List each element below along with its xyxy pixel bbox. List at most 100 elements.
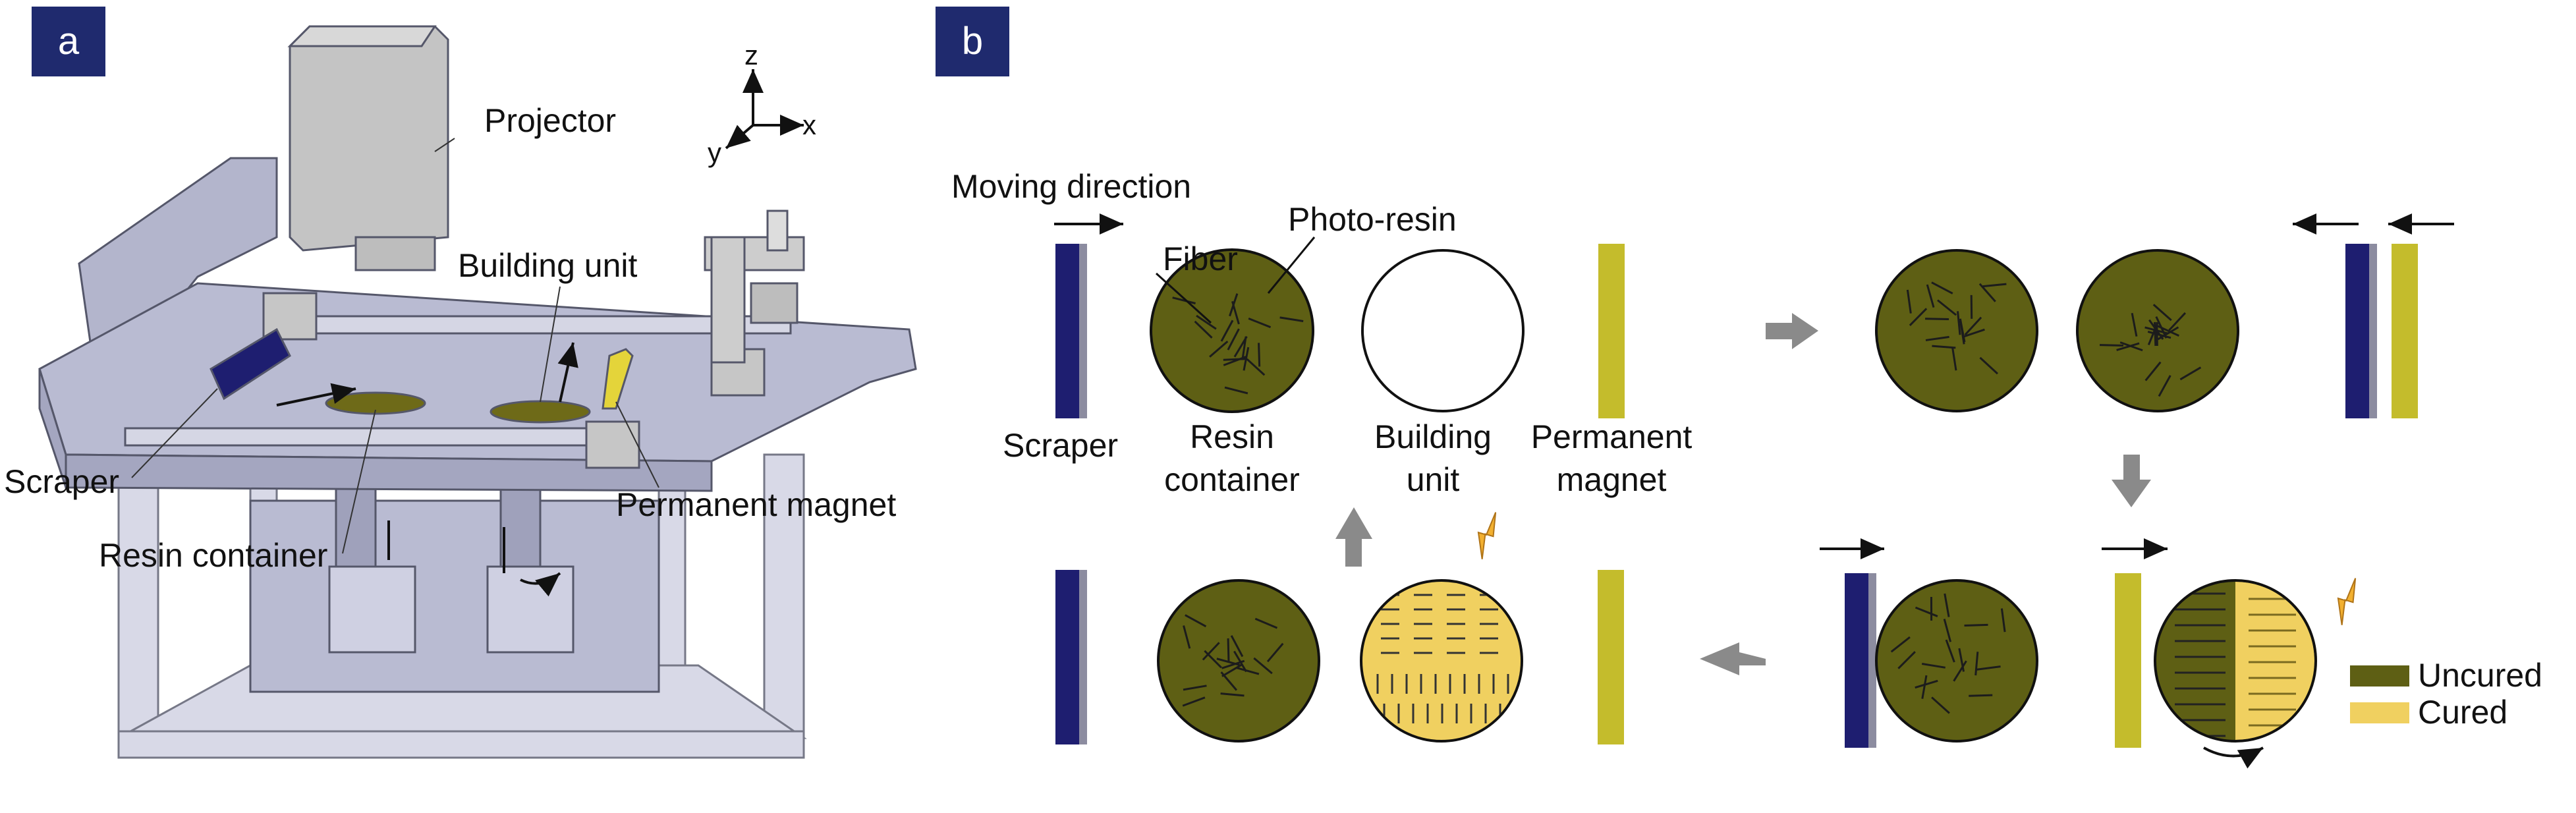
fiber xyxy=(1253,657,1273,675)
fiber xyxy=(1951,347,1957,371)
fiber xyxy=(1202,642,1220,661)
fiber xyxy=(2116,342,2140,351)
lead-screw-back xyxy=(289,315,792,335)
fiber xyxy=(1957,311,1961,335)
printer-machine-illustration xyxy=(38,25,917,759)
fiber xyxy=(1194,320,1213,339)
cured-half xyxy=(2235,582,2314,740)
resin-container-uncured xyxy=(1875,579,2038,743)
circle-body xyxy=(1361,580,1522,741)
circle-body xyxy=(1876,580,2037,741)
fiber xyxy=(1969,694,1993,697)
label-resin-container: Resin container xyxy=(99,537,327,574)
fiber xyxy=(1182,696,1206,707)
fiber xyxy=(1209,340,1229,358)
fiber xyxy=(1246,358,1266,376)
fiber xyxy=(1926,284,1935,308)
fiber xyxy=(1890,636,1911,653)
panel-a-tag-label: a xyxy=(58,20,80,63)
fiber xyxy=(1925,335,1949,341)
scraper-motion-arrow xyxy=(276,383,356,406)
circle-outline xyxy=(1875,249,2038,412)
building-unit-empty xyxy=(1361,249,1525,412)
light-icon xyxy=(2337,578,2357,625)
fiber xyxy=(2144,361,2162,381)
permanent-magnet-bar xyxy=(1598,244,1625,418)
fiber xyxy=(1921,662,1946,669)
fiber xyxy=(1959,318,1966,343)
fiber xyxy=(1982,283,2007,288)
panel-b: b Moving direction Photo-resin Fiber Scr… xyxy=(936,7,2542,769)
fiber xyxy=(1220,320,1234,342)
label-permanent-magnet: Permanent magnet xyxy=(616,486,896,523)
process-arrow-left xyxy=(1700,642,1766,675)
fiber xyxy=(1230,635,1244,658)
circle-outline xyxy=(1157,579,1320,743)
circle-outline xyxy=(2076,249,2239,412)
fiber xyxy=(1258,343,1261,367)
fiber xyxy=(2155,316,2168,339)
circle-outline xyxy=(1875,579,2038,743)
fiber xyxy=(1266,642,1284,663)
fiber xyxy=(1254,617,1278,629)
label-building-1: Building xyxy=(1374,418,1492,455)
fiber xyxy=(1227,638,1230,662)
label-photo-resin: Photo-resin xyxy=(1288,201,1457,238)
resin-container-uncured xyxy=(1150,248,1314,413)
fiber xyxy=(1944,593,1950,617)
fiber xyxy=(1223,356,1246,366)
permanent-magnet-bar xyxy=(2392,244,2418,418)
process-arrow-down xyxy=(2112,455,2151,507)
fiber xyxy=(2148,319,2164,340)
panel-b-tag xyxy=(936,7,1009,76)
legend-swatch-uncured xyxy=(2350,665,2409,687)
building-unit-motion-arrow xyxy=(557,342,578,403)
fiber xyxy=(1224,386,1248,395)
fiber xyxy=(2168,312,2187,331)
light-icon xyxy=(1477,512,1497,559)
stage-1: Moving direction Photo-resin Fiber Scrap… xyxy=(951,168,1692,498)
fiber xyxy=(1909,308,1928,327)
building-unit-cured xyxy=(1360,579,1523,743)
lead-screw-front xyxy=(124,427,607,447)
fiber xyxy=(1204,650,1222,669)
circle-body xyxy=(1151,250,1313,412)
fiber xyxy=(1943,619,1952,642)
fiber xyxy=(1937,299,1957,316)
panel-a-tag xyxy=(32,7,105,76)
fiber xyxy=(1279,316,1304,322)
rotate-arrow xyxy=(2203,746,2264,769)
fiber xyxy=(1220,671,1238,691)
fiber xyxy=(1221,659,1245,669)
fiber xyxy=(2000,608,2006,632)
fiber xyxy=(2158,375,2171,397)
fiber xyxy=(1248,317,1272,329)
legend-swatch-cured xyxy=(2350,702,2409,723)
circle-outline xyxy=(2154,579,2317,743)
fiber xyxy=(1931,696,1950,714)
fiber xyxy=(1979,356,1998,375)
magnet-mount xyxy=(704,210,805,364)
fiber xyxy=(1897,651,1916,669)
fiber xyxy=(1921,675,1928,699)
process-arrow-right xyxy=(1766,313,1818,349)
panel-a: a xyxy=(4,7,917,759)
label-building-unit: Building unit xyxy=(458,247,638,284)
scraper-bar xyxy=(1055,244,1087,418)
fiber xyxy=(1978,283,1996,302)
panel-b-tag-label: b xyxy=(962,20,983,63)
fiber xyxy=(1185,614,1207,628)
label-scraper-b: Scraper xyxy=(1003,427,1118,464)
scraper-bar xyxy=(1055,570,1087,744)
circle-body xyxy=(1876,250,2037,411)
fiber xyxy=(1229,293,1239,317)
label-magnet-1: Permanent xyxy=(1531,418,1693,455)
fiber xyxy=(2131,312,2138,337)
axis-triad: z x y xyxy=(708,40,816,168)
permanent-magnet-bar xyxy=(1598,570,1624,744)
fiber xyxy=(1925,318,1949,320)
label-scraper: Scraper xyxy=(4,463,119,500)
building-unit-disc xyxy=(490,400,591,424)
lift-housing xyxy=(249,473,660,693)
